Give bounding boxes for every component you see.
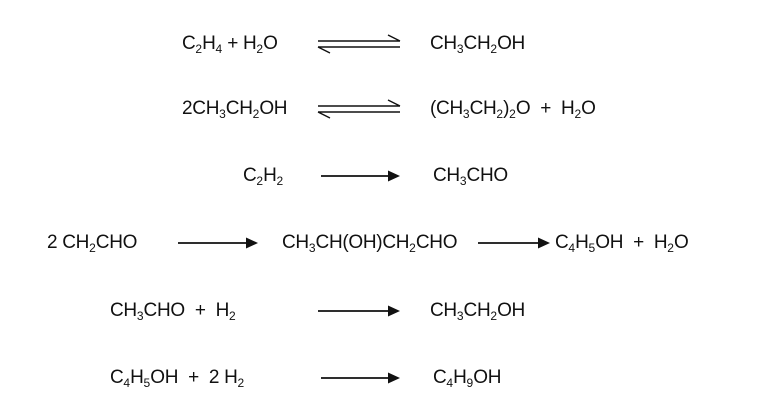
plus-sign: +	[623, 232, 654, 253]
forward-harpoon	[318, 34, 401, 42]
reaction-arrow-icon	[321, 372, 400, 384]
products: CH3CH2OH	[430, 33, 525, 55]
reactants: C4H5OH + 2 H2	[110, 367, 244, 389]
chemical-formula: H2	[215, 300, 236, 323]
arrow-head	[388, 170, 400, 182]
intermediate: CH3CH(OH)CH2CHO	[282, 232, 457, 254]
chemical-formula: C4H9OH	[433, 367, 502, 390]
reactants: 2CH3CH2OH	[182, 98, 288, 121]
chemical-formula: C4H5OH	[555, 232, 624, 255]
arrow-head	[388, 372, 400, 384]
chemical-formula: (CH3CH2)2O	[430, 98, 531, 121]
reaction-arrow-icon	[318, 305, 400, 317]
products: (CH3CH2)2O + H2O	[430, 98, 596, 120]
chemical-formula: C2H4	[182, 33, 223, 56]
plus-sign: +	[184, 300, 216, 321]
products: CH3CH2OH	[430, 300, 525, 322]
reaction-arrow-icon	[478, 237, 550, 249]
plus-sign: +	[178, 367, 209, 388]
equilibrium-arrow-icon	[317, 34, 401, 54]
chemical-formula: CH3CHO	[433, 165, 508, 188]
chemical-formula: CH3CHO	[110, 300, 185, 323]
chemical-formula: CH3CH(OH)CH2CHO	[282, 232, 458, 255]
chemical-formula: CH3CH2OH	[430, 33, 525, 56]
products: CH3CHO	[433, 165, 508, 187]
chemical-formula: 2CH3CH2OH	[182, 98, 288, 121]
chemical-formula: 2 H2	[208, 367, 245, 390]
reactants: C2H4 + H2O	[182, 33, 278, 55]
plus-sign: +	[530, 98, 562, 119]
chemical-formula: H2O	[561, 98, 596, 121]
chemical-formula: H2O	[242, 33, 278, 56]
reaction-arrow-icon	[321, 170, 400, 182]
chemical-formula: C4H5OH	[110, 367, 179, 390]
reactants: 2 CH2CHO	[47, 232, 137, 254]
chemical-formula: C2H2	[243, 165, 284, 188]
products: C4H5OH + H2O	[555, 232, 689, 255]
chemical-formula: 2 CH2CHO	[47, 232, 138, 255]
products: C4H9OH	[433, 367, 501, 389]
arrow-head	[246, 237, 258, 249]
arrow-head	[538, 237, 550, 249]
plus-sign: +	[222, 33, 243, 54]
reactants: CH3CHO + H2	[110, 300, 236, 322]
reaction-arrow-icon	[178, 237, 258, 249]
equilibrium-arrow-icon	[317, 99, 401, 119]
forward-harpoon	[318, 99, 401, 107]
reverse-harpoon	[317, 46, 400, 54]
chemical-formula: CH3CH2OH	[430, 300, 525, 323]
reverse-harpoon	[317, 111, 400, 119]
arrow-head	[388, 305, 400, 317]
reactants: C2H2	[243, 165, 283, 187]
chemical-formula: H2O	[653, 232, 689, 255]
